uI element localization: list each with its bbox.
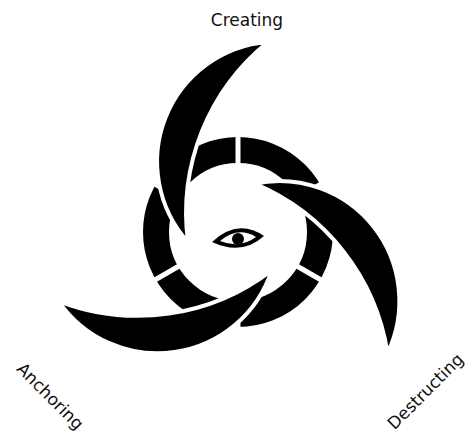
eye-ground (198, 200, 278, 280)
sector-label: Anchoring (13, 359, 87, 433)
eye-outline (212, 228, 264, 247)
crescent-blade (58, 201, 287, 397)
eye-white (220, 232, 256, 244)
sector-label: Creating (211, 11, 283, 30)
sector-label: Destructing (384, 350, 467, 433)
crescent-blades (58, 42, 443, 397)
eye-pupil (232, 233, 244, 245)
